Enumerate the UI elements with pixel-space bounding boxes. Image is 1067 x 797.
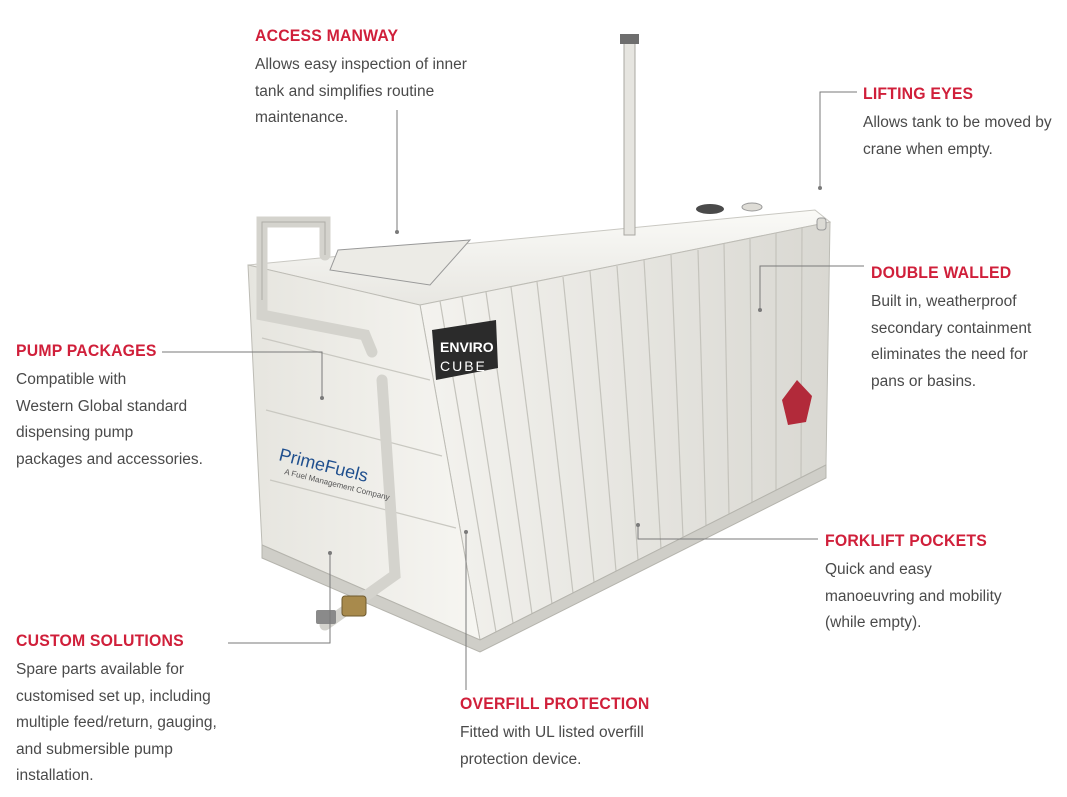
feature-line: Allows tank to be moved by (863, 114, 1052, 131)
feature-line: tank and simplifies routine (255, 82, 435, 100)
feature-line: manoeuvring and mobility (825, 587, 1002, 605)
feature-access-manway: ACCESS MANWAY Allows easy inspection of … (255, 26, 467, 132)
cube-emblem (782, 380, 812, 425)
end-panels (261, 337, 457, 529)
feature-line: Spare parts available for (16, 661, 185, 678)
feature-pump-packages: PUMP PACKAGES Compatible with Western Gl… (16, 341, 203, 473)
feature-double-walled: DOUBLE WALLED Built in, weatherproof sec… (871, 263, 1031, 395)
leader-lines (162, 91, 864, 690)
feature-line: (while empty). (825, 614, 922, 631)
feature-overfill-protection: OVERFILL PROTECTION Fitted with UL liste… (460, 694, 664, 773)
feature-lifting-eyes: LIFTING EYES Allows tank to be moved by … (863, 84, 1052, 163)
feature-title: LIFTING EYES (863, 84, 974, 103)
feature-title: FORKLIFT POCKETS (825, 531, 987, 550)
feature-line: multiple feed/return, gauging, (16, 714, 217, 731)
logo-line1: ENVIRO (440, 339, 494, 355)
vent-pipe (623, 39, 636, 236)
feature-title: CUSTOM SOLUTIONS (16, 631, 184, 650)
feature-custom-solutions: CUSTOM SOLUTIONS Spare parts available f… (16, 631, 217, 790)
side-ribs (439, 227, 803, 633)
feature-line: maintenance. (255, 109, 349, 126)
feature-line: and submersible pump (16, 740, 173, 758)
valve (341, 595, 367, 617)
feature-line: Compatible with (16, 371, 127, 388)
feature-line: Quick and easy (825, 561, 932, 578)
feature-line: pans or basins. (871, 372, 977, 390)
feature-line: Western Global standard (16, 397, 188, 415)
feature-title: DOUBLE WALLED (871, 263, 1012, 282)
tank-base (261, 464, 827, 653)
manway-hatch (329, 239, 472, 286)
feature-line: eliminates the need for (871, 346, 1028, 363)
envirocube-logo: ENVIRO CUBE (432, 320, 498, 380)
feature-line: Built in, weatherproof (871, 293, 1017, 310)
feature-line: packages and accessories. (16, 450, 203, 468)
feature-forklift-pockets: FORKLIFT POCKETS Quick and easy manoeuvr… (825, 531, 1002, 637)
feature-line: dispensing pump (16, 424, 134, 441)
feature-line: secondary containment (871, 319, 1032, 337)
feature-line: Allows easy inspection of inner (255, 56, 467, 73)
feature-line: installation. (16, 767, 94, 784)
feature-title: PUMP PACKAGES (16, 341, 157, 360)
feature-title: ACCESS MANWAY (255, 26, 399, 45)
logo-line2: CUBE (440, 358, 487, 374)
feature-title: OVERFILL PROTECTION (460, 694, 650, 713)
feature-line: Fitted with UL listed overfill (460, 724, 644, 741)
feature-line: crane when empty. (863, 140, 993, 158)
feature-line: customised set up, including (16, 687, 211, 705)
feature-line: protection device. (460, 750, 582, 768)
